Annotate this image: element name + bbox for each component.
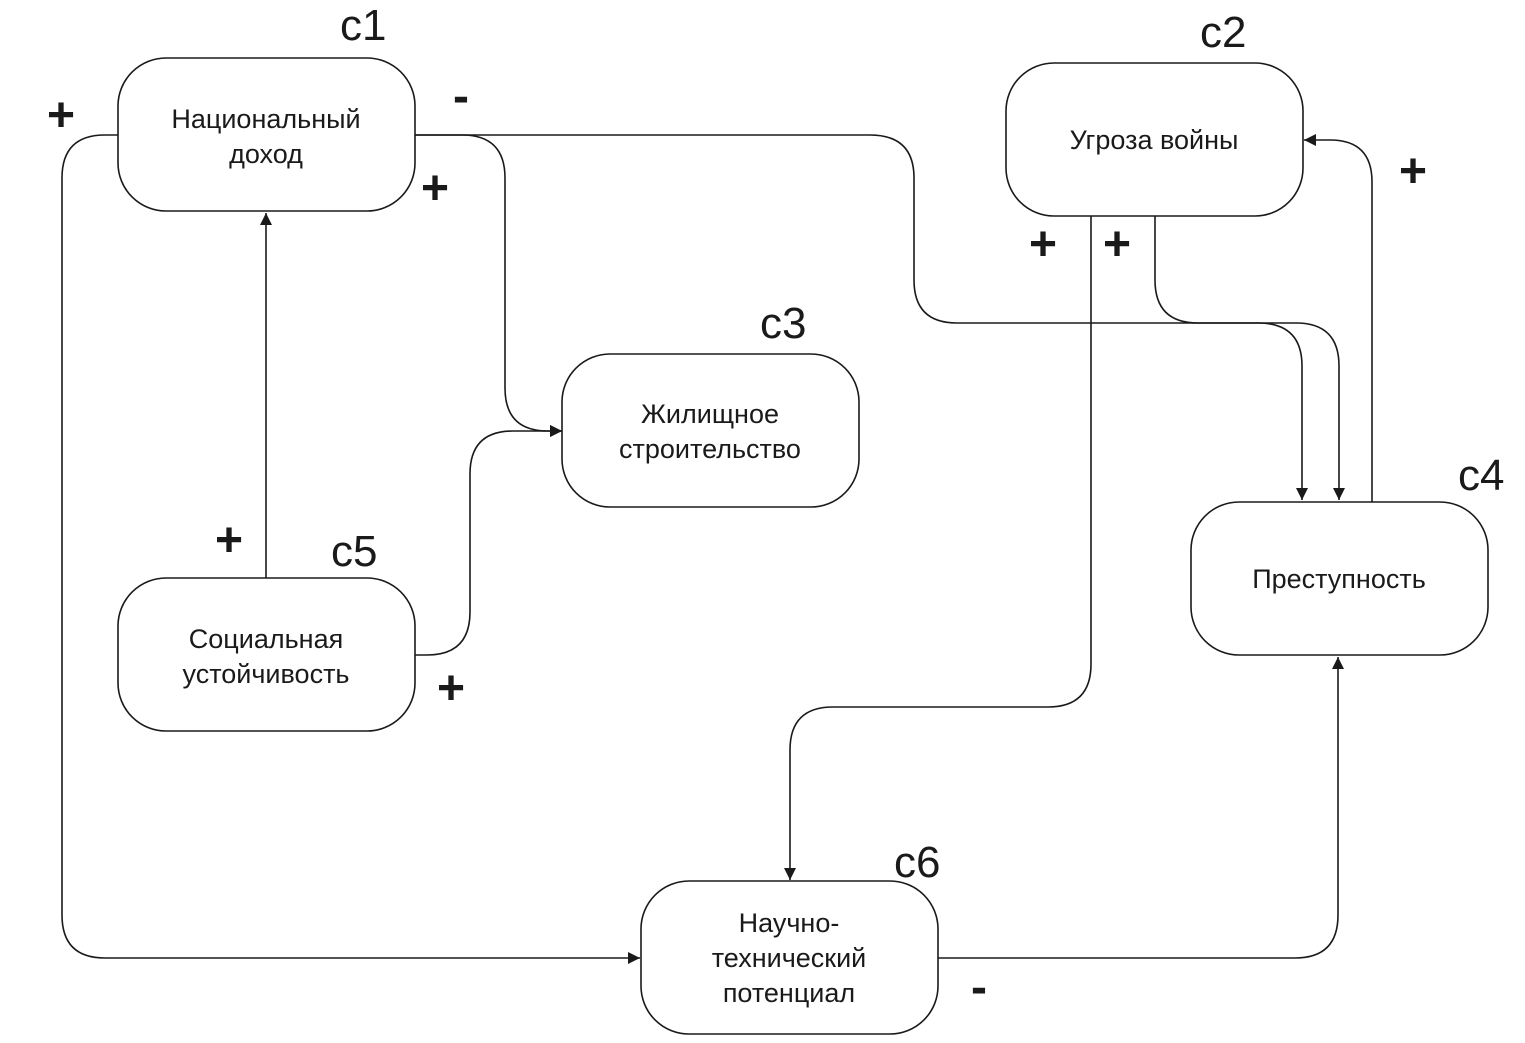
node-c2[interactable]: Угроза войны c2 [1005, 8, 1304, 217]
node-c6-label-line-2: технический [712, 943, 867, 973]
node-c4-label-line-1: Преступность [1252, 564, 1426, 594]
node-c5-id: c5 [331, 527, 377, 576]
edge-c4-c2 [1304, 134, 1373, 502]
sign-c4-c2: + [1399, 145, 1427, 198]
node-c1-label-line-1: Национальный [171, 104, 360, 134]
node-c2-id: c2 [1200, 8, 1246, 57]
sign-c6-c4: - [971, 961, 987, 1014]
sign-c1-c4: - [453, 70, 469, 123]
sign-c1-c6: + [47, 89, 75, 142]
sign-c5-c3: + [437, 662, 465, 715]
node-c2-label-line-1: Угроза войны [1070, 125, 1239, 155]
node-c6-label-line-1: Научно- [739, 908, 840, 938]
edge-c2-c4 [1154, 216, 1345, 500]
node-c5[interactable]: Социальная устойчивость c5 [117, 527, 416, 732]
node-c4[interactable]: Преступность c4 [1190, 451, 1504, 656]
edge-c5-c3 [414, 425, 562, 656]
node-c6-id: c6 [894, 838, 940, 887]
edge-c6-c4 [938, 657, 1344, 959]
node-c6-label-line-3: потенциал [723, 978, 855, 1008]
sign-c2-c4: + [1103, 218, 1131, 271]
node-c1-id: c1 [340, 1, 386, 50]
sign-c1-c3: + [421, 162, 449, 215]
node-c1[interactable]: Национальный доход c1 [117, 1, 416, 212]
edge-c1-c4 [415, 134, 1308, 500]
node-c4-id: c4 [1458, 451, 1504, 500]
node-c3-id: c3 [760, 299, 806, 348]
edge-c1-c3 [415, 134, 562, 437]
sign-c5-c1: + [215, 514, 243, 567]
node-c3-label-line-2: строительство [619, 434, 801, 464]
node-c1-label-line-2: доход [229, 139, 303, 169]
sign-c2-c6: + [1029, 218, 1057, 271]
edge-c1-c6 [61, 134, 640, 964]
node-c3-label-line-1: Жилищное [641, 399, 779, 429]
node-c5-label-line-2: устойчивость [183, 659, 350, 689]
node-c6[interactable]: Научно- технический потенциал c6 [640, 838, 940, 1035]
node-c5-label-line-1: Социальная [189, 624, 343, 654]
node-c3[interactable]: Жилищное строительство c3 [561, 299, 860, 508]
edge-c2-c6 [784, 216, 1092, 880]
